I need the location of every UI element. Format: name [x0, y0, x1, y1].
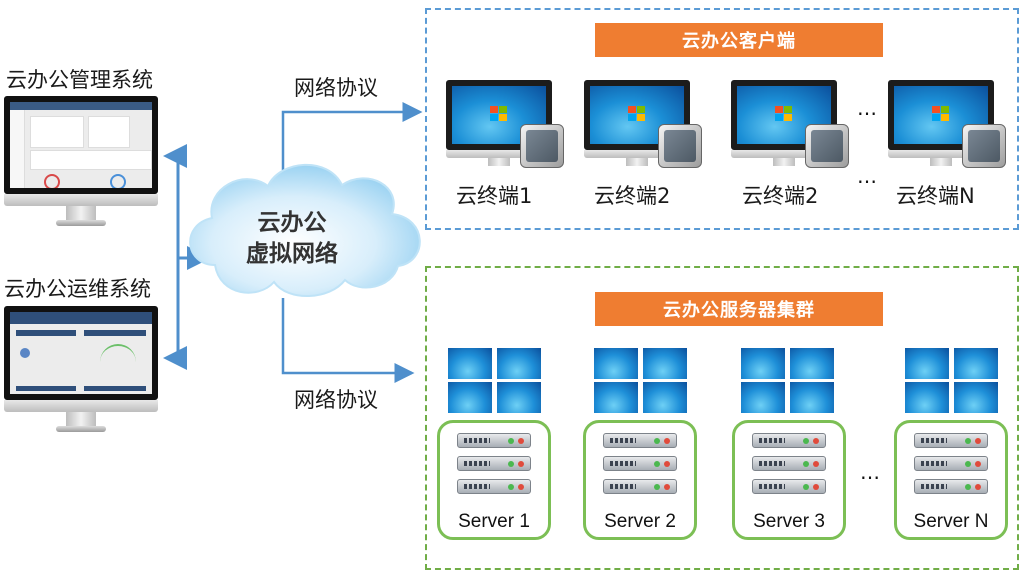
server-card-3: Server 3 [732, 420, 846, 540]
vm-tiles-2 [594, 348, 688, 414]
windows-screen [731, 80, 837, 150]
client-group-box [425, 8, 1019, 230]
server-group-box [425, 266, 1019, 570]
server-label-3: Server 3 [753, 511, 825, 532]
arrow-to-servers [281, 298, 415, 383]
windows-logo-icon [932, 106, 950, 122]
windows-logo-icon [628, 106, 646, 122]
terminal-label-1: 云终端1 [456, 184, 533, 208]
mgmt-system-title: 云办公管理系统 [6, 68, 153, 92]
protocol-label-top: 网络协议 [294, 76, 378, 100]
server-ellipsis: … [860, 460, 880, 484]
ops-system-title: 云办公运维系统 [4, 277, 151, 301]
client-terminal-1 [446, 80, 566, 170]
mgmt-screen [4, 96, 158, 194]
cloud-label: 云办公 虚拟网络 [238, 208, 346, 270]
vm-tiles-n [905, 348, 999, 414]
terminal-label-3: 云终端2 [742, 184, 819, 208]
client-terminal-3 [731, 80, 851, 170]
client-terminal-n [888, 80, 1008, 170]
cloud-line-2: 虚拟网络 [246, 241, 338, 267]
server-card-2: Server 2 [583, 420, 697, 540]
mini-pc-icon [658, 124, 702, 168]
mini-pc-icon [520, 124, 564, 168]
server-label-n: Server N [913, 511, 989, 532]
mini-pc-icon [805, 124, 849, 168]
server-label-2: Server 2 [604, 511, 676, 532]
client-ellipsis-bottom: … [857, 164, 877, 188]
terminal-label-2: 云终端2 [594, 184, 671, 208]
ops-screen [4, 306, 158, 400]
server-card-1: Server 1 [437, 420, 551, 540]
windows-logo-icon [775, 106, 793, 122]
arrow-to-clients [281, 102, 423, 170]
terminal-label-n: 云终端N [896, 184, 975, 208]
vm-tiles-3 [741, 348, 835, 414]
protocol-label-bottom: 网络协议 [294, 388, 378, 412]
client-terminal-2 [584, 80, 704, 170]
cloud-shape [189, 163, 421, 297]
mgmt-monitor [4, 96, 158, 226]
client-banner: 云办公客户端 [595, 23, 883, 57]
client-ellipsis-top: … [857, 96, 877, 120]
server-banner: 云办公服务器集群 [595, 292, 883, 326]
vm-tiles-1 [448, 348, 542, 414]
mini-pc-icon [962, 124, 1006, 168]
server-card-n: Server N [894, 420, 1008, 540]
windows-logo-icon [490, 106, 508, 122]
ops-monitor [4, 306, 158, 432]
cloud-line-1: 云办公 [257, 210, 327, 236]
server-label-1: Server 1 [458, 511, 530, 532]
